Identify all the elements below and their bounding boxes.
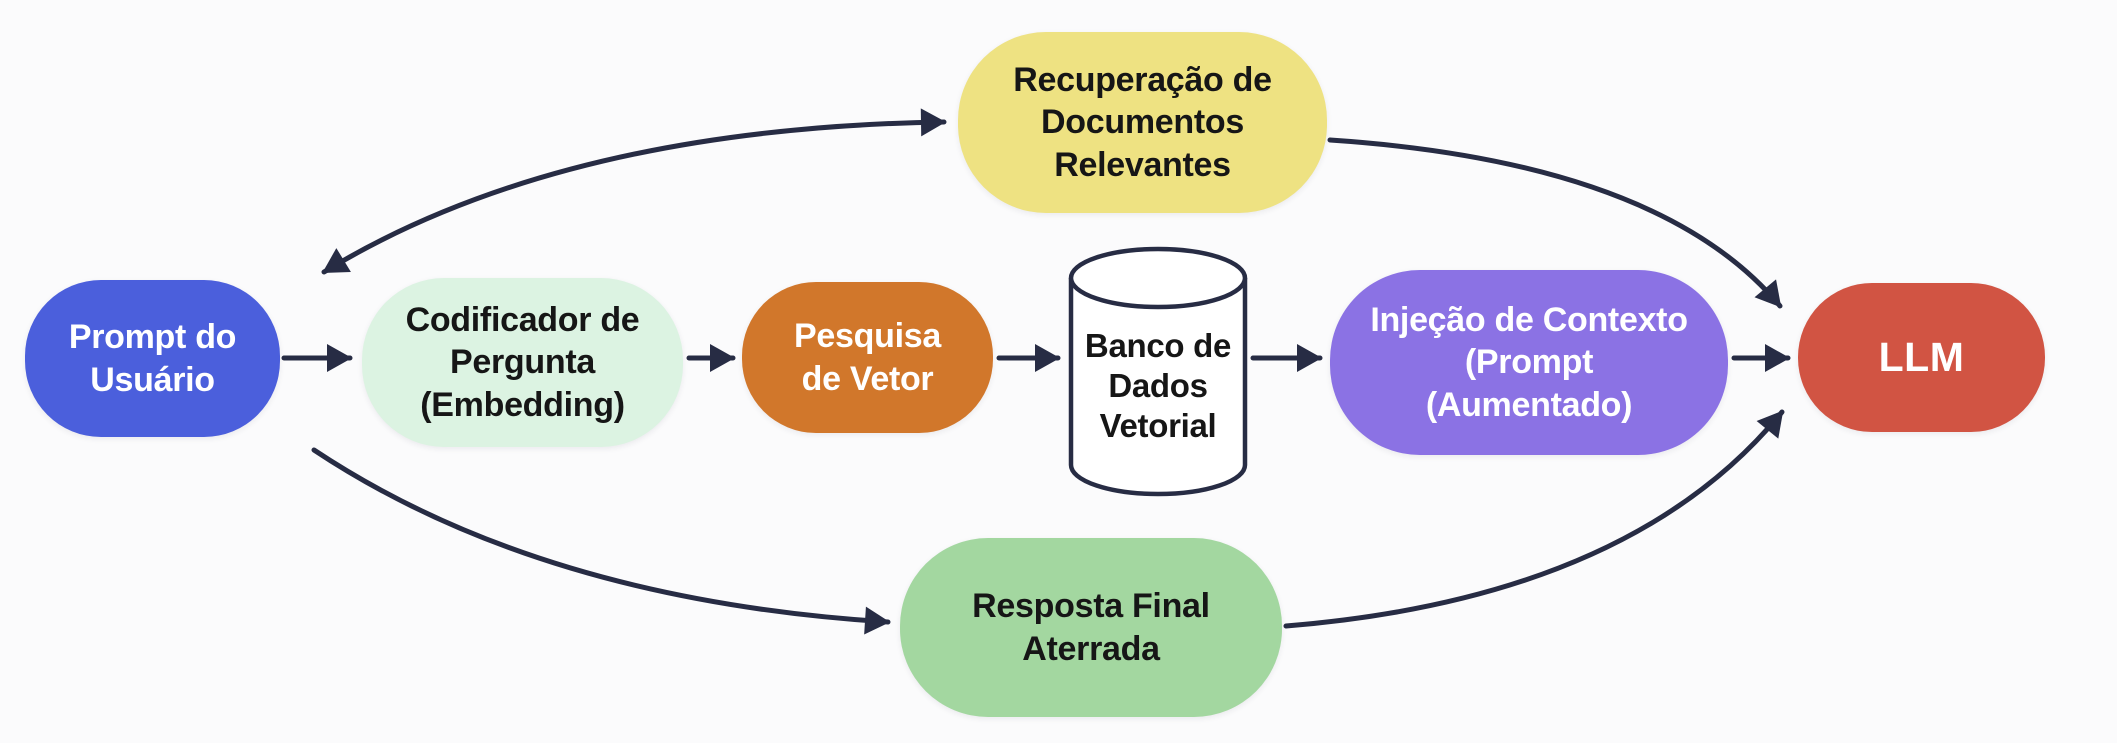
node-label-line: Injeção de Contexto <box>1370 301 1688 340</box>
edge-prompt-to-final-answer <box>311 447 891 635</box>
vector-db-cylinder <box>1068 246 1248 497</box>
node-llm: LLM <box>1798 283 2045 432</box>
node-label-line: Codificador de <box>405 301 640 340</box>
node-final-answer: Resposta Final Aterrada <box>900 538 1282 717</box>
cylinder-body <box>1068 278 1248 497</box>
node-label-line: Usuário <box>90 360 215 399</box>
node-context-injection: Injeção de Contexto (Prompt (Aumentado) <box>1330 270 1728 455</box>
node-vector-db-label: Banco de Dados Vetorial <box>1073 300 1243 472</box>
edge-final-answer-to-llm <box>1283 409 1785 629</box>
node-label-line: (Aumentado) <box>1425 385 1633 424</box>
node-label-line: Relevantes <box>1054 145 1231 184</box>
node-label-line: Prompt do <box>68 318 237 357</box>
node-question-encoder: Codificador de Pergunta (Embedding) <box>362 278 683 447</box>
edge-doc-retrieval-to-llm <box>1327 137 1783 309</box>
node-label-line: Pesquisa <box>794 317 941 356</box>
edge-prompt-doc-retrieval-bidirectional <box>321 108 947 275</box>
node-label-line: Aterrada <box>1022 629 1160 668</box>
node-label-line: Recuperação de <box>1013 61 1272 100</box>
node-label-line: de Vetor <box>801 359 934 398</box>
node-label-line: Pergunta <box>450 343 595 382</box>
node-doc-retrieval: Recuperação de Documentos Relevantes <box>958 32 1327 213</box>
node-label-line: (Embedding) <box>420 385 625 424</box>
edge-group <box>281 108 1791 635</box>
node-label-line: LLM <box>1878 334 1965 381</box>
node-label-line: Vetorial <box>1099 407 1217 445</box>
node-label-line: Resposta Final <box>972 587 1210 626</box>
node-vector-search: Pesquisa de Vetor <box>742 282 993 433</box>
node-user-prompt: Prompt do Usuário <box>25 280 280 437</box>
node-label-line: Banco de <box>1084 326 1232 364</box>
cylinder-top-ellipse <box>1068 246 1248 310</box>
node-label-line: (Prompt <box>1464 343 1594 382</box>
node-label-line: Documentos <box>1041 103 1244 142</box>
node-label-line: Dados <box>1108 366 1208 404</box>
